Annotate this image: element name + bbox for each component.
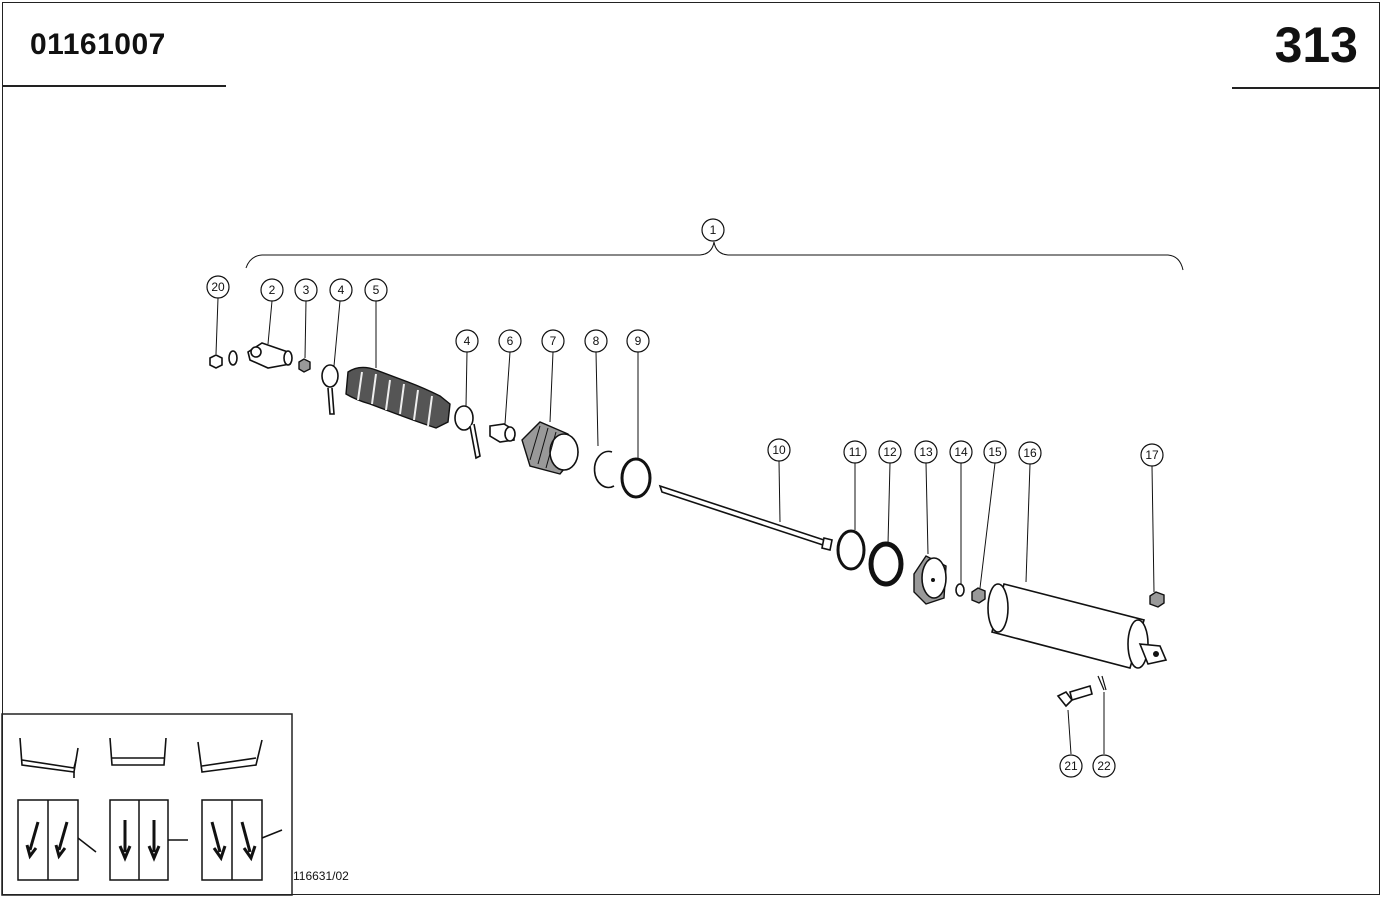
svg-text:12: 12: [883, 445, 897, 459]
callout-5: 5: [364, 278, 388, 302]
part-14-washer: [955, 583, 965, 597]
svg-text:3: 3: [303, 283, 310, 297]
part-17-grease-fitting: [1149, 591, 1165, 608]
callout-16: 16: [1018, 441, 1042, 465]
part-10-piston-rod: [658, 484, 833, 551]
svg-text:11: 11: [849, 445, 862, 459]
part-12-guide-ring: [868, 541, 904, 587]
page-number: 313: [1274, 17, 1358, 73]
position-guide-box: [1, 713, 293, 896]
header-underline-left: [2, 85, 226, 87]
part-11-o-ring: [836, 529, 866, 571]
svg-text:21: 21: [1064, 759, 1078, 773]
part-4a-clamp: [321, 364, 339, 415]
svg-text:9: 9: [635, 334, 642, 348]
svg-text:22: 22: [1097, 759, 1111, 773]
seat-position-icon-3: [197, 739, 263, 773]
part-21-bolt: [1056, 684, 1093, 708]
svg-text:5: 5: [373, 283, 380, 297]
part-15-nut: [971, 587, 986, 604]
svg-text:4: 4: [338, 283, 345, 297]
seat-position-icon-2: [109, 737, 167, 766]
adjust-arrow-panel-3: [201, 799, 283, 881]
part-2-ball-joint: [247, 342, 293, 369]
svg-text:16: 16: [1023, 446, 1037, 460]
svg-text:13: 13: [919, 445, 933, 459]
callout-15: 15: [983, 440, 1007, 464]
part-number: 01161007: [30, 28, 166, 61]
callout-22: 22: [1092, 754, 1116, 778]
part-13-piston: [913, 555, 947, 605]
callout-10: 10: [767, 438, 791, 462]
callout-17: 17: [1140, 443, 1164, 467]
part-3-nut: [298, 358, 311, 373]
seat-position-icon-1: [19, 737, 79, 778]
part-5-bellows-boot: [345, 366, 451, 429]
callout-21: 21: [1059, 754, 1083, 778]
callout-12: 12: [878, 440, 902, 464]
svg-text:10: 10: [772, 443, 786, 457]
leader-lines: [215, 297, 1155, 755]
svg-text:1: 1: [710, 223, 717, 237]
part-22-cotter-pin: [1097, 675, 1107, 691]
callout-1: 1: [701, 218, 725, 242]
part-4b-clamp: [454, 405, 481, 460]
svg-text:14: 14: [954, 445, 968, 459]
assembly-bracket: [245, 241, 1184, 271]
callout-4a: 4: [329, 278, 353, 302]
svg-text:8: 8: [593, 334, 600, 348]
part-7-threaded-housing: [521, 421, 579, 475]
callout-13: 13: [914, 440, 938, 464]
svg-text:17: 17: [1145, 448, 1159, 462]
adjust-arrow-panel-2: [109, 799, 188, 881]
callout-8: 8: [584, 329, 608, 353]
callout-14: 14: [949, 440, 973, 464]
svg-text:6: 6: [507, 334, 514, 348]
callout-3: 3: [294, 278, 318, 302]
adjust-arrow-panel-1: [17, 799, 97, 881]
callout-9: 9: [626, 329, 650, 353]
callout-4b: 4: [455, 329, 479, 353]
callout-7: 7: [541, 329, 565, 353]
svg-text:2: 2: [269, 283, 276, 297]
callout-20: 20: [206, 275, 230, 299]
part-8-snap-ring: [593, 450, 615, 489]
svg-text:15: 15: [988, 445, 1002, 459]
callout-11: 11: [843, 440, 867, 464]
callout-2: 2: [260, 278, 284, 302]
callout-6: 6: [498, 329, 522, 353]
drawing-reference: 116631/02: [293, 869, 349, 883]
svg-text:4: 4: [464, 334, 471, 348]
header-underline-right: [1232, 87, 1380, 89]
part-20-nut-washer: [209, 350, 238, 369]
part-6-bushing: [489, 423, 516, 443]
part-9-o-ring: [620, 457, 652, 499]
part-16-cylinder-barrel: [987, 583, 1168, 669]
svg-text:20: 20: [211, 280, 225, 294]
svg-text:7: 7: [550, 334, 557, 348]
